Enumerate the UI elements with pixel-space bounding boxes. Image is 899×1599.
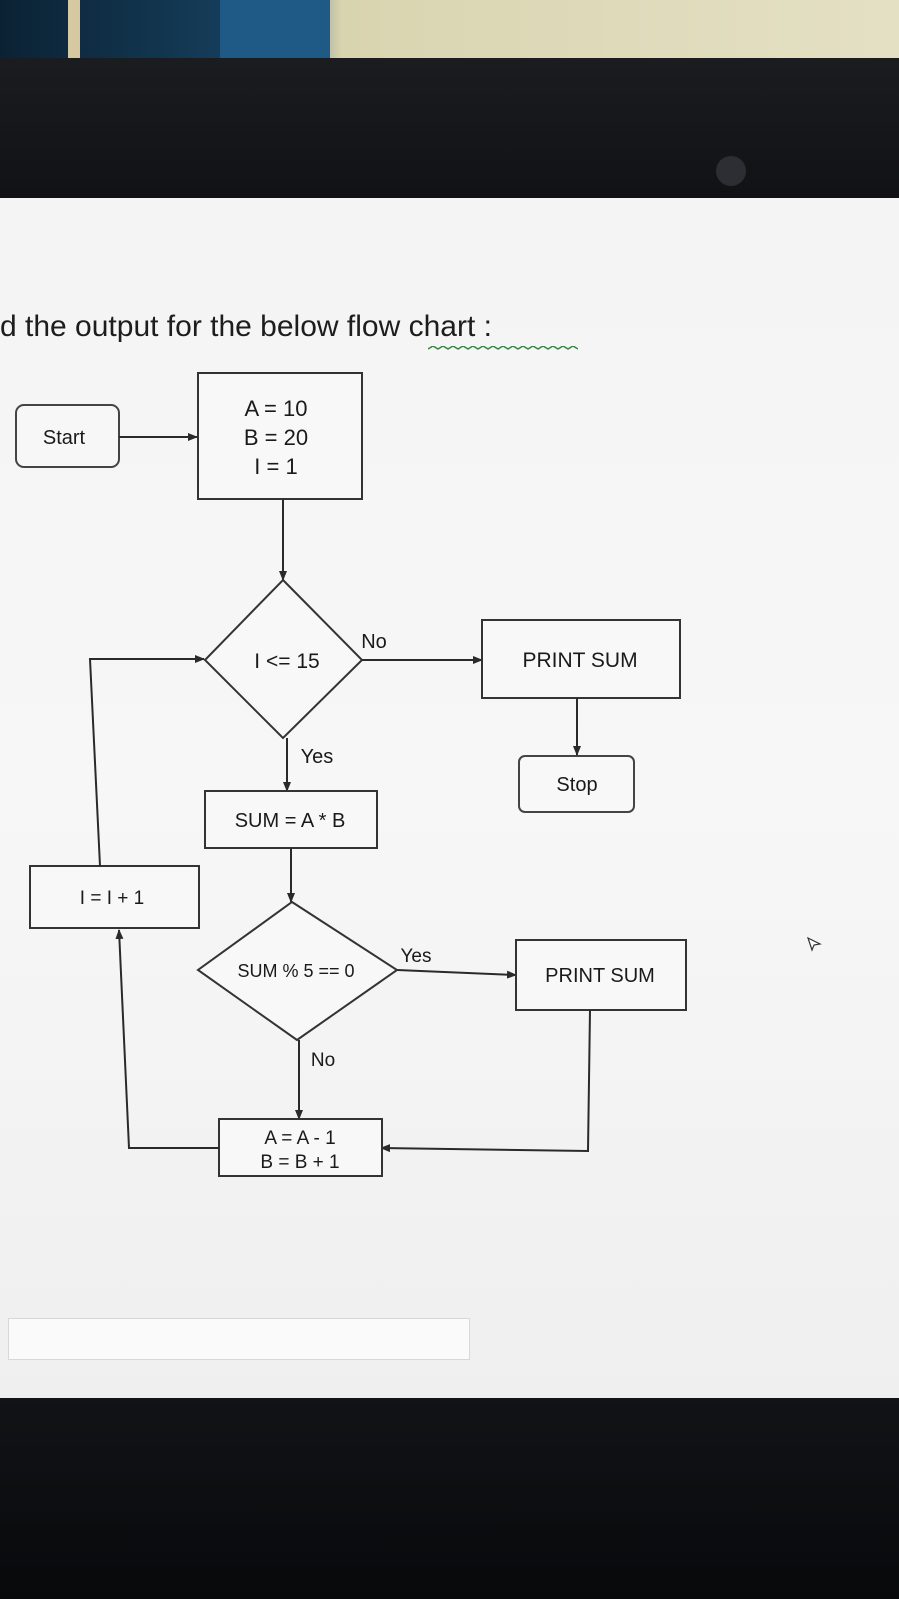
mod-no-label: No [311, 1050, 335, 1071]
init-box [197, 372, 363, 500]
flowchart: Start A = 10 B = 20 I = 1 I <= 15 No PRI… [15, 372, 687, 1177]
loop-condition-label: I <= 15 [254, 650, 319, 673]
print-sum-box-2 [515, 939, 687, 1011]
loop-yes-label: Yes [301, 746, 334, 768]
camera-icon [716, 156, 746, 186]
update-to-increment-connector [115, 929, 219, 1149]
mod-condition-diamond [196, 900, 399, 1042]
mouse-cursor-icon [806, 936, 822, 952]
print-sum-box-1 [481, 619, 681, 699]
loop-condition-diamond [203, 578, 364, 740]
update-line-a: A = A - 1 [264, 1128, 335, 1149]
mod-yes-arrow [396, 969, 517, 979]
background-top-strip [0, 0, 899, 58]
screen: d the output for the below flow chart : … [0, 198, 899, 1398]
update-line-b: B = B + 1 [260, 1152, 339, 1173]
mod-condition-label: SUM % 5 == 0 [237, 961, 354, 981]
monitor-bezel-bottom [0, 1398, 899, 1599]
sum-calc-box [204, 790, 378, 849]
background-window [220, 0, 330, 58]
loop-no-label: No [361, 631, 387, 653]
stop-terminal [518, 755, 635, 813]
increment-box [29, 865, 200, 929]
question-heading: d the output for the below flow chart : [0, 310, 492, 343]
print-to-update-connector [380, 1009, 591, 1153]
increment-label: I = I + 1 [80, 888, 144, 909]
background-bar [68, 0, 80, 58]
update-box [218, 1118, 383, 1177]
sum-calc-label: SUM = A * B [235, 810, 346, 832]
mod-yes-label: Yes [401, 946, 432, 967]
print-sum-label-1: PRINT SUM [522, 649, 637, 672]
init-line-b: B = 20 [244, 425, 308, 450]
init-line-a: A = 10 [244, 396, 307, 421]
start-label: Start [43, 427, 86, 449]
increment-to-loop-connector [88, 655, 205, 867]
init-line-i: I = 1 [254, 454, 297, 479]
answer-input[interactable] [8, 1318, 470, 1360]
monitor-bezel-top [0, 58, 899, 198]
stop-label: Stop [556, 774, 597, 796]
print-sum-label-2: PRINT SUM [545, 965, 655, 987]
